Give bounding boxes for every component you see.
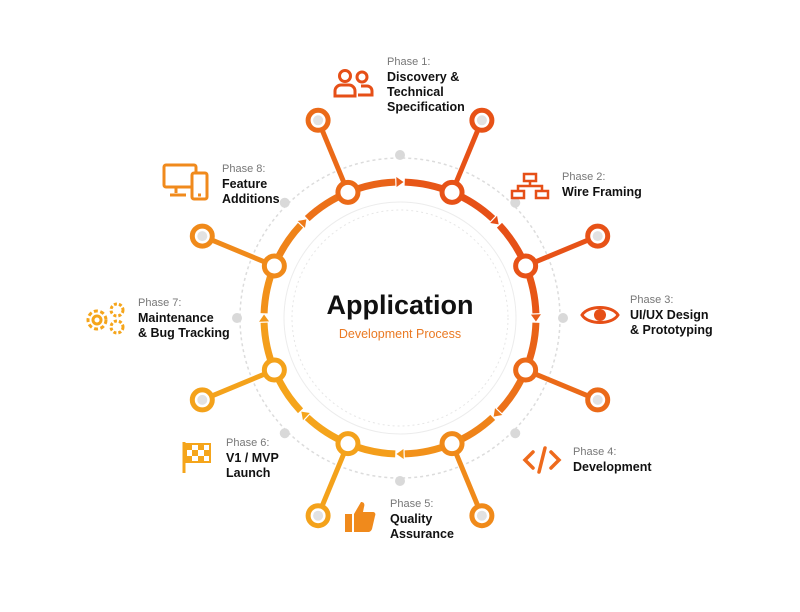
direction-arrow xyxy=(396,448,404,459)
center-title: Application xyxy=(326,290,474,320)
gray-dot xyxy=(395,476,405,486)
direction-arrow xyxy=(530,314,541,322)
sitemap-icon xyxy=(510,172,550,200)
phase-title: Wire Framing xyxy=(562,185,642,199)
gray-dot xyxy=(279,428,290,439)
gray-dot xyxy=(558,313,568,323)
phase-number: Phase 8: xyxy=(222,163,266,175)
phase-3-label: Phase 3: UI/UX Design & Prototyping xyxy=(630,293,713,338)
inner-guide-ring xyxy=(283,201,517,435)
phase-4-label: Phase 4: Development xyxy=(573,445,652,475)
phase-title: Quality Assurance xyxy=(390,512,454,541)
ring-node xyxy=(261,253,287,279)
phase-7-label: Phase 7: Maintenance & Bug Tracking xyxy=(138,296,230,341)
phase-title: Discovery & Technical Specification xyxy=(387,70,465,114)
endpoint-dot xyxy=(197,394,208,405)
phase-title: V1 / MVP Launch xyxy=(226,451,279,480)
users-icon xyxy=(333,69,374,98)
eye-icon xyxy=(580,306,620,324)
connector-line xyxy=(524,233,599,269)
gray-dot xyxy=(510,197,521,208)
connector-line xyxy=(524,367,599,403)
checkered-flag-icon xyxy=(182,442,211,473)
connector-line xyxy=(201,233,276,269)
endpoint-dot xyxy=(476,115,487,126)
phase-number: Phase 7: xyxy=(138,297,182,309)
connector-line xyxy=(315,442,351,517)
code-icon xyxy=(522,446,562,474)
ring-node xyxy=(439,179,465,205)
connector-line xyxy=(449,119,485,194)
phase-title: Feature Additions xyxy=(222,177,280,206)
direction-arrow xyxy=(297,219,307,228)
inner-dashed-ring xyxy=(291,209,509,427)
phase-number: Phase 2: xyxy=(562,171,606,183)
phase-number: Phase 1: xyxy=(387,56,431,68)
direction-arrow xyxy=(301,411,310,421)
direction-arrow xyxy=(396,177,404,188)
phase-5-label: Phase 5: Quality Assurance xyxy=(390,497,454,542)
connector-line xyxy=(315,119,351,194)
phase-title: Maintenance & Bug Tracking xyxy=(138,311,230,340)
ring-node xyxy=(513,357,539,383)
gray-dot xyxy=(510,428,521,439)
phase-title: UI/UX Design & Prototyping xyxy=(630,308,713,337)
ring-node xyxy=(335,179,361,205)
phase-title: Development xyxy=(573,460,652,474)
phase-2-label: Phase 2: Wire Framing xyxy=(562,170,642,200)
endpoint-dot xyxy=(313,510,324,521)
direction-arrow xyxy=(493,408,503,417)
gray-dot xyxy=(232,313,242,323)
phase-number: Phase 6: xyxy=(226,437,270,449)
center-subtitle: Development Process xyxy=(338,327,462,341)
endpoint-dot xyxy=(592,394,603,405)
phase-1-label: Phase 1: Discovery & Technical Specifica… xyxy=(387,55,465,115)
ring-node xyxy=(261,357,287,383)
ring-node xyxy=(513,253,539,279)
endpoint-dot xyxy=(592,231,603,242)
phase-number: Phase 3: xyxy=(630,294,674,306)
direction-arrow xyxy=(259,314,270,322)
endpoint-dot xyxy=(476,510,487,521)
ring-node xyxy=(439,431,465,457)
phase-8-label: Phase 8: Feature Additions xyxy=(222,162,280,207)
gears-icon xyxy=(86,302,125,335)
ring-node xyxy=(335,431,361,457)
endpoint-dot xyxy=(197,231,208,242)
connector-line xyxy=(449,442,485,517)
connector-line xyxy=(201,367,276,403)
phase-number: Phase 4: xyxy=(573,446,617,458)
direction-arrow xyxy=(490,215,499,225)
phase-6-label: Phase 6: V1 / MVP Launch xyxy=(226,436,279,481)
devices-icon xyxy=(162,163,209,201)
gray-dot xyxy=(395,150,405,160)
thumbs-up-icon xyxy=(345,502,376,532)
endpoint-dot xyxy=(313,115,324,126)
gray-dot xyxy=(279,197,290,208)
phase-number: Phase 5: xyxy=(390,498,434,510)
